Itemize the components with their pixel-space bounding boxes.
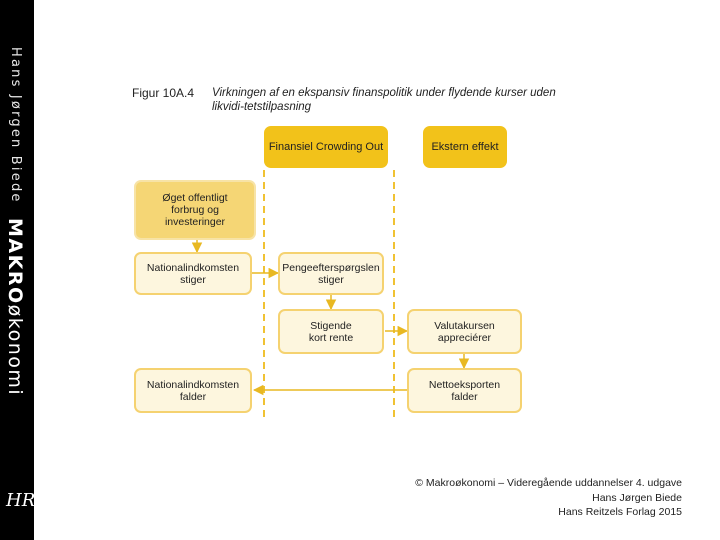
box-rising-interest-rate: Stigende kort rente — [278, 309, 384, 354]
brand-name: MAKROøkonomi — [4, 218, 26, 396]
footer-credits: © Makroøkonomi – Videregående uddannelse… — [415, 476, 682, 520]
box-money-demand-label: Pengeefterspørgslen stiger — [282, 261, 380, 286]
box-money-demand-rises: Pengeefterspørgslen stiger — [278, 252, 384, 295]
sidebar: Hans Jørgen BiedeMAKROøkonomi HR — [0, 0, 36, 540]
publisher-logo-icon: HR — [6, 490, 36, 511]
brand-rest: økonomi — [4, 304, 26, 396]
box-currency-appreciates: Valutakursen appreciérer — [407, 309, 522, 354]
sidebar-title: Hans Jørgen BiedeMAKROøkonomi — [4, 47, 26, 396]
box-income-falls-label: Nationalindkomsten falder — [146, 378, 240, 403]
box-currency-label: Valutakursen appreciérer — [434, 319, 495, 344]
figure-label: Figur 10A.4 — [132, 86, 195, 100]
box-net-exports-fall: Nettoeksporten falder — [407, 368, 522, 413]
box-interest-label: Stigende kort rente — [308, 319, 354, 344]
author-name: Hans Jørgen Biede — [8, 47, 23, 204]
box-national-income-rises: Nationalindkomsten stiger — [134, 252, 252, 295]
header-external-label: Ekstern effekt — [431, 141, 499, 153]
footer-author: Hans Jørgen Biede — [592, 491, 682, 504]
box-spending-label: Øget offentligt forbrug og investeringer — [162, 192, 228, 228]
header-crowding-out: Finansiel Crowding Out — [264, 126, 388, 168]
footer-copyright: © Makroøkonomi – Videregående uddannelse… — [415, 477, 682, 489]
box-net-exports-label: Nettoeksporten falder — [428, 378, 501, 403]
header-external-effect: Ekstern effekt — [423, 126, 507, 168]
footer-publisher: Hans Reitzels Forlag 2015 — [558, 506, 682, 518]
brand-bold: MAKRO — [4, 217, 26, 305]
box-increased-public-spending: Øget offentligt forbrug og investeringer — [134, 180, 256, 240]
header-crowding-label: Finansiel Crowding Out — [268, 141, 384, 153]
box-income-rises-label: Nationalindkomsten stiger — [146, 261, 240, 286]
figure-caption: Virkningen af en ekspansiv finanspolitik… — [212, 87, 556, 113]
box-national-income-falls: Nationalindkomsten falder — [134, 368, 252, 413]
